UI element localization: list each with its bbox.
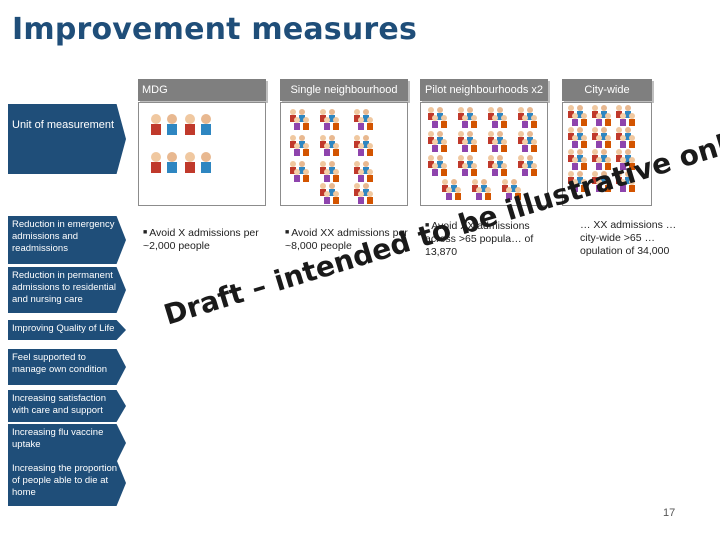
measure-pilot: ■Avoid XX admissions across >65 popula… … [425,220,534,258]
row-label-feel-supported: Feel supported to manage own condition [8,349,126,385]
page-number: 17 [663,507,676,519]
single-people-icons [290,109,373,204]
row-label-die-at-home: Increasing the proportion of people able… [8,460,126,506]
measure-city-wide: … XX admissions … city-wide >65 … opulat… [580,219,677,257]
pilot-people-icons [428,107,537,200]
column-header-pilot-neighbourhoods: Pilot neighbourhoods x2 [420,79,548,101]
column-header-single-neighbourhood: Single neighbourhood [280,79,408,101]
row-label-unit-of-measurement: Unit of measurement [8,104,126,174]
column-header-mdg: MDG [138,79,266,101]
column-header-city-wide: City-wide [562,79,652,101]
measure-mdg: ■Avoid X admissions per ~2,000 people [143,227,259,252]
row-label-satisfaction: Increasing satisfaction with care and su… [8,390,126,422]
measure-single: ■Avoid XX admissions per ~8,000 people [285,227,408,252]
row-label-quality-of-life: Improving Quality of Life [8,320,126,340]
row-label-permanent-admissions: Reduction in permanent admissions to res… [8,267,126,313]
row-label-emergency-admissions: Reduction in emergency admissions and re… [8,216,126,264]
mdg-people-icons [151,114,211,173]
row-label-flu-vaccine: Increasing flu vaccine uptake [8,424,126,462]
page-title: Improvement measures [12,12,418,47]
